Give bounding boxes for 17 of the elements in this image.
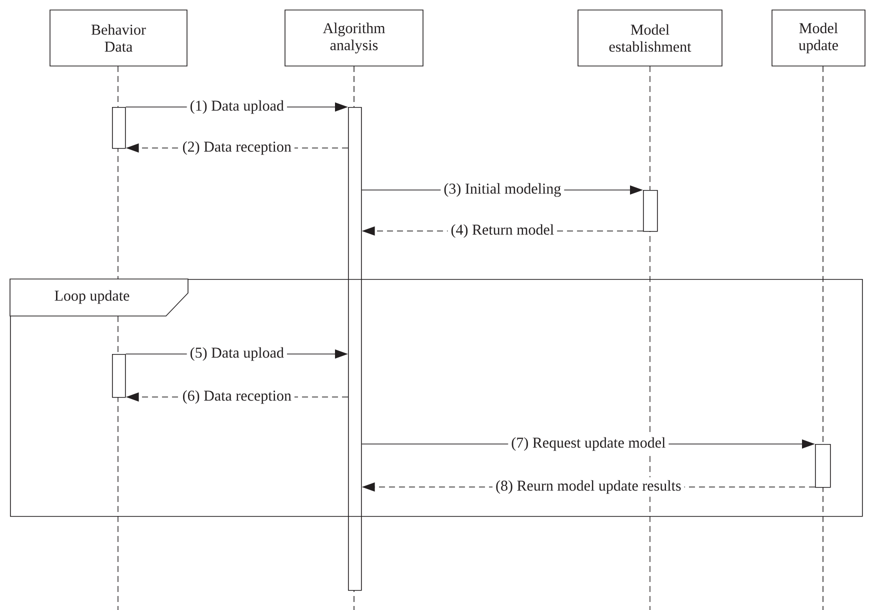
edge-label: (1) Data upload [186, 97, 287, 117]
edge-label: (2) Data reception [179, 138, 294, 158]
activation-bar [815, 444, 831, 488]
activation-bar [112, 107, 126, 149]
participant-box: Algorithm analysis [284, 10, 424, 66]
participant-box: Behavior Data [50, 10, 188, 66]
participant-box: Model update [772, 10, 866, 66]
participant-box: Model establishment [578, 10, 722, 66]
edge-label: (4) Return model [448, 221, 558, 241]
activation-bar [643, 190, 658, 232]
edge-label: (5) Data upload [186, 344, 287, 364]
edge-label: (8) Reurn model update results [492, 477, 684, 497]
activation-bar [112, 354, 126, 398]
edge-label: (6) Data reception [179, 387, 294, 407]
edge-label: (7) Request update model [508, 434, 669, 454]
edge-label: (3) Initial modeling [440, 180, 564, 200]
activation-bar [348, 107, 362, 591]
